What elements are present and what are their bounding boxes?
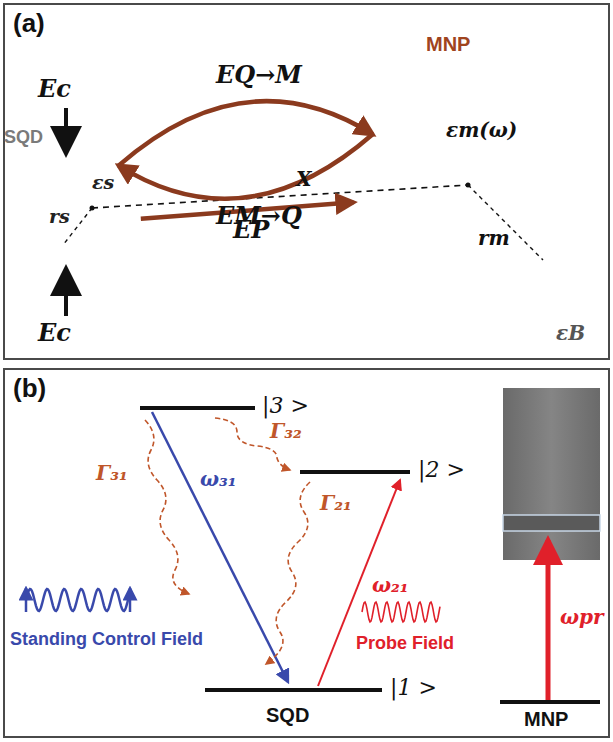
field-name: Standing Control Field [10,630,203,650]
panel-letter: (b) [13,374,46,403]
panel-letter: (a) [13,9,45,38]
radius-label: rs [49,206,70,227]
panel-ground [3,3,610,360]
distance-label: X [296,168,312,190]
sphere-name: MNP [426,33,470,55]
decay-arrow [145,420,189,594]
field-label: EQ→M [216,62,302,88]
radius-label: rm [478,227,510,249]
mnp-sphere: MNPεm(ω)rm [360,77,576,293]
field-name: Probe Field [356,634,454,654]
field-arrow [64,108,68,150]
field-arrow [64,272,68,316]
energy-level [140,406,255,410]
energy-level [300,470,410,474]
decay-rate: Γ₃₁ [96,462,128,484]
permittivity: εs [92,172,114,193]
ground-level [500,700,600,704]
field-label: Ec [38,76,71,102]
panel-ground [3,368,610,738]
decay-rate: Γ₃₂ [270,420,302,442]
energy-level [205,688,382,692]
system-name: SQD [266,704,309,726]
panel-b: (b) [3,368,610,738]
transition-frequency: ω₂₁ [372,574,409,596]
probe-arrow [546,540,551,700]
level-label: |1 > [390,676,437,700]
control-wave [26,589,130,611]
transition-frequency: ω₃₁ [200,468,237,490]
radius-line [468,185,543,260]
field-label: Ec [38,320,71,346]
level-label: |2 > [418,458,465,482]
probe-frequency: ωpr [560,606,604,628]
field-connector [119,134,373,198]
permittivity: εm(ω) [446,119,517,141]
sphere-name: SQD [4,128,43,148]
level-label: |3 > [262,394,309,418]
system-name: MNP [524,708,568,730]
sqd-sphere: SQDεsrs [42,158,142,258]
background-permittivity: εB [556,322,585,344]
decay-rate: Γ₂₁ [320,492,352,514]
mnp-outline [360,77,576,293]
probe-wave [362,602,440,622]
field-label: EM→Q [216,203,302,229]
field-connector [119,101,373,165]
decay-arrow [266,482,310,664]
mnp-band [503,388,600,560]
plasmon-level [503,515,600,531]
